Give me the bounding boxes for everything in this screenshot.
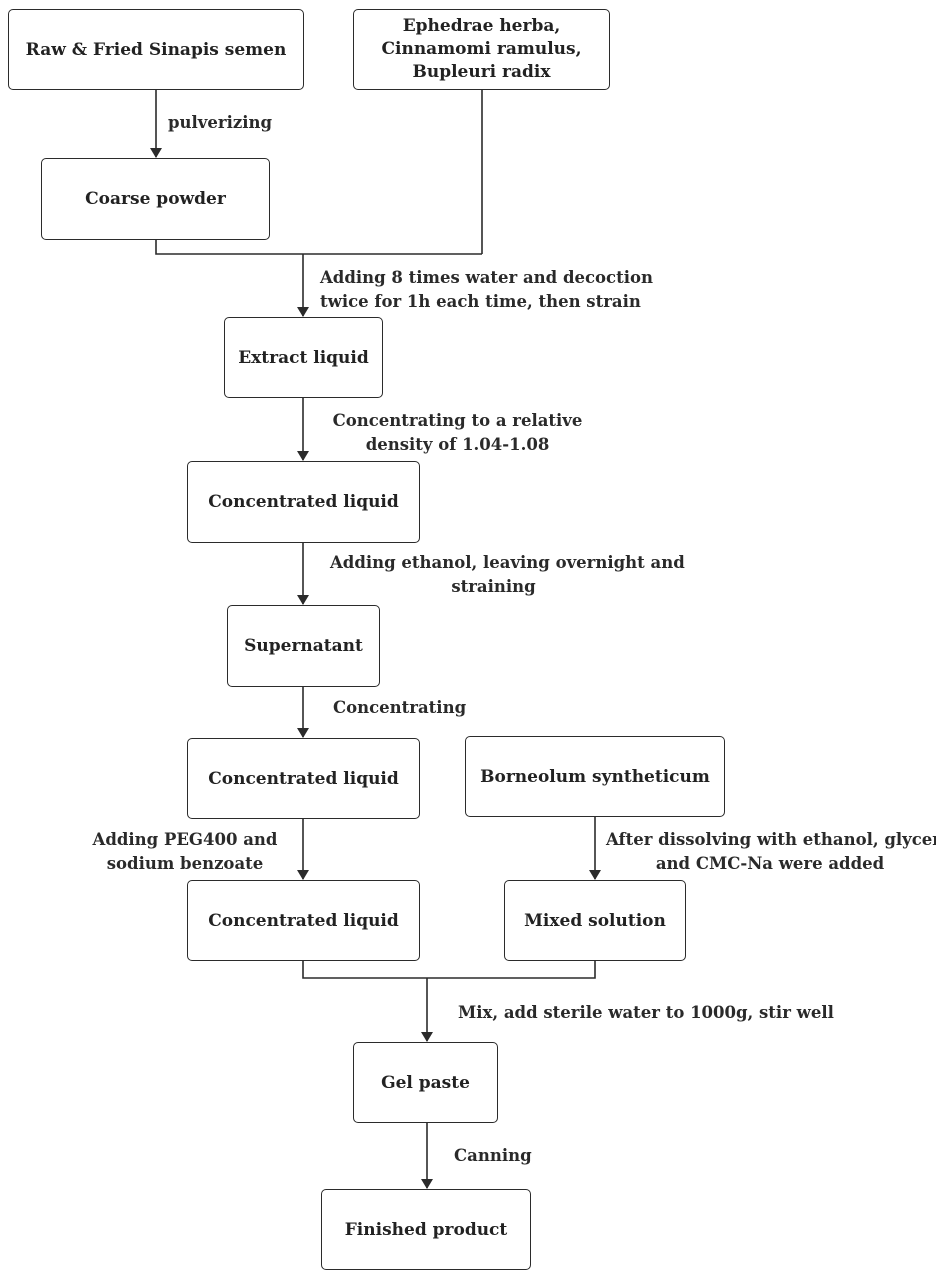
node-herbs: Ephedrae herba, Cinnamomi ramulus, Buple…: [353, 9, 610, 90]
label-decoction-line-2: twice for 1h each time, then strain: [320, 292, 641, 311]
label-peg-line-2: sodium benzoate: [106, 854, 264, 873]
node-finished-product-text: Finished product: [344, 1219, 508, 1240]
label-peg: Adding PEG400 and sodium benzoate: [90, 828, 280, 876]
node-herbs-line-2: Cinnamomi ramulus,: [381, 39, 582, 59]
node-raw-sinapis: Raw & Fried Sinapis semen: [8, 9, 304, 90]
label-ethanol-line-1: Adding ethanol, leaving overnight and: [330, 553, 685, 572]
label-dissolve: After dissolving with ethanol, glycerol …: [606, 828, 936, 876]
node-extract-liquid: Extract liquid: [224, 317, 383, 398]
node-concentrated-liquid-1-text: Concentrated liquid: [208, 492, 399, 512]
line-coarse-merge: [155, 240, 482, 255]
node-borneolum-text: Borneolum syntheticum: [480, 766, 710, 787]
node-raw-sinapis-text: Raw & Fried Sinapis semen: [25, 39, 287, 60]
node-finished-product: Finished product: [321, 1189, 531, 1270]
label-decoction-line-1: Adding 8 times water and decoction: [320, 268, 653, 287]
label-density-line-1: Concentrating to a relative: [332, 411, 583, 430]
node-extract-liquid-text: Extract liquid: [238, 347, 369, 368]
label-canning-text: Canning: [454, 1146, 532, 1165]
label-pulverizing-text: pulverizing: [168, 113, 273, 132]
label-density: Concentrating to a relative density of 1…: [330, 409, 585, 457]
label-density-line-2: density of 1.04-1.08: [365, 435, 550, 454]
node-coarse-powder-text: Coarse powder: [85, 189, 226, 209]
node-borneolum: Borneolum syntheticum: [465, 736, 725, 817]
label-pulverizing: pulverizing: [168, 111, 272, 135]
label-dissolve-line-1: After dissolving with ethanol, glycerol: [606, 830, 936, 849]
node-supernatant-text: Supernatant: [244, 636, 363, 656]
node-concentrated-liquid-3-text: Concentrated liquid: [208, 910, 399, 931]
node-mixed-solution-text: Mixed solution: [524, 910, 666, 931]
node-herbs-line-1: Ephedrae herba,: [402, 16, 561, 36]
node-gel-paste-text: Gel paste: [381, 1072, 470, 1093]
node-concentrated-liquid-1: Concentrated liquid: [187, 461, 420, 543]
node-mixed-solution: Mixed solution: [504, 880, 686, 961]
node-gel-paste: Gel paste: [353, 1042, 498, 1123]
label-dissolve-line-2: and CMC-Na were added: [655, 854, 885, 873]
node-concentrated-liquid-3: Concentrated liquid: [187, 880, 420, 961]
line-final-merge: [302, 961, 596, 979]
label-decoction: Adding 8 times water and decoction twice…: [320, 266, 653, 314]
node-coarse-powder: Coarse powder: [41, 158, 270, 240]
label-mix: Mix, add sterile water to 1000g, stir we…: [458, 1001, 834, 1025]
node-herbs-line-3: Bupleuri radix: [412, 62, 551, 82]
label-canning: Canning: [454, 1144, 532, 1168]
node-concentrated-liquid-2: Concentrated liquid: [187, 738, 420, 819]
label-concentrating: Concentrating: [333, 696, 466, 720]
label-peg-line-1: Adding PEG400 and: [92, 830, 278, 849]
label-ethanol-line-2: straining: [451, 577, 536, 596]
node-supernatant: Supernatant: [227, 605, 380, 687]
label-ethanol: Adding ethanol, leaving overnight and st…: [330, 551, 685, 599]
node-concentrated-liquid-2-text: Concentrated liquid: [208, 768, 399, 789]
label-mix-text: Mix, add sterile water to 1000g, stir we…: [458, 1003, 834, 1022]
label-concentrating-text: Concentrating: [333, 698, 467, 717]
